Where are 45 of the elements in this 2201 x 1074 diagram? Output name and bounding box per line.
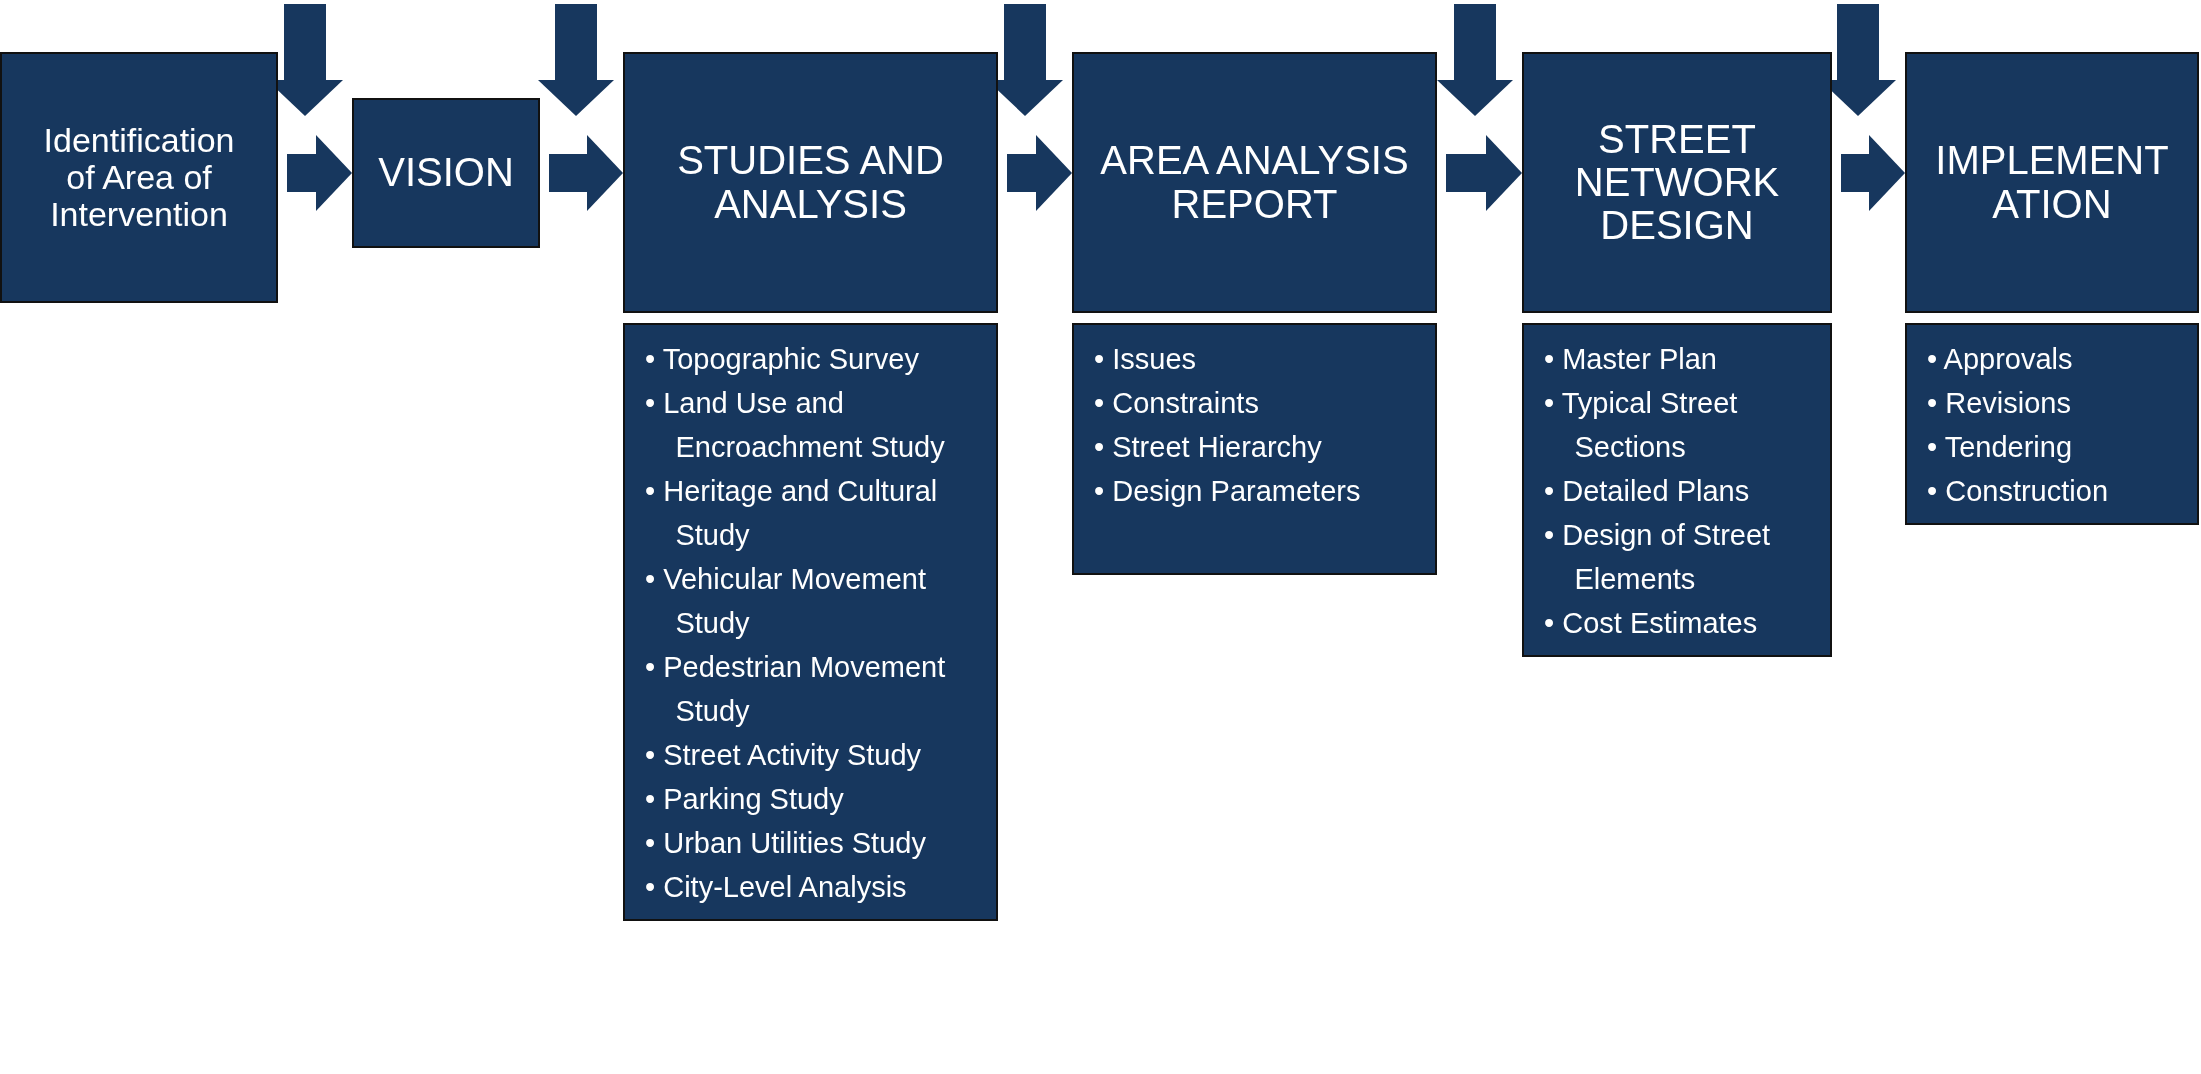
step-title: AREA ANALYSIS REPORT <box>1099 139 1410 226</box>
list-item: • Urban Utilities Study <box>645 826 927 861</box>
step-title: VISION <box>377 151 515 195</box>
list-item: • Constraints <box>1094 386 1260 421</box>
list-item: • Construction <box>1927 474 2109 509</box>
step-title: STREET NETWORK DESIGN <box>1573 117 1781 248</box>
list-item: • Vehicular Movement Study <box>645 562 927 641</box>
bullet-list-box <box>1905 323 2199 525</box>
step-title: STUDIES AND ANALYSIS <box>676 139 945 226</box>
process-box <box>623 52 998 313</box>
list-item: • Detailed Plans <box>1544 474 1751 509</box>
bullet-list-box <box>623 323 998 921</box>
process-box <box>352 98 540 248</box>
process-box <box>0 52 278 303</box>
list-item: • Design of Street Elements <box>1544 518 1772 597</box>
arrow <box>549 135 623 211</box>
arrow <box>287 135 352 211</box>
bullet-list-box <box>1522 323 1832 657</box>
list-item: • Tendering <box>1927 430 2074 465</box>
list-item: • Cost Estimates <box>1544 606 1759 641</box>
list-item: • Parking Study <box>645 782 845 817</box>
process-box <box>1072 52 1437 313</box>
list-item: • Street Hierarchy <box>1094 430 1323 465</box>
list-item: • Pedestrian Movement Study <box>645 650 947 729</box>
input-arrow <box>1437 4 1513 116</box>
bullet-list-box <box>1072 323 1437 575</box>
arrow <box>1446 135 1522 211</box>
list-item: • City-Level Analysis <box>645 870 908 905</box>
list-item: • Typical Street Sections <box>1544 386 1739 465</box>
input-arrow <box>538 4 614 116</box>
process-box <box>1522 52 1832 313</box>
list-item: • Land Use and Encroachment Study <box>645 386 946 465</box>
process-box <box>1905 52 2199 313</box>
list-item: • Revisions <box>1927 386 2072 421</box>
arrow <box>1007 135 1072 211</box>
step-title: Identification of Area of Intervention <box>42 122 236 233</box>
list-item: • Design Parameters <box>1094 474 1362 509</box>
list-item: • Topographic Survey <box>645 342 920 377</box>
list-item: • Street Activity Study <box>645 738 923 773</box>
list-item: • Heritage and Cultural Study <box>645 474 939 553</box>
list-item: • Master Plan <box>1544 342 1718 377</box>
step-title: IMPLEMENT ATION <box>1934 139 2170 226</box>
arrow <box>1841 135 1905 211</box>
list-item: • Issues <box>1094 342 1198 377</box>
list-item: • Approvals <box>1927 342 2074 377</box>
